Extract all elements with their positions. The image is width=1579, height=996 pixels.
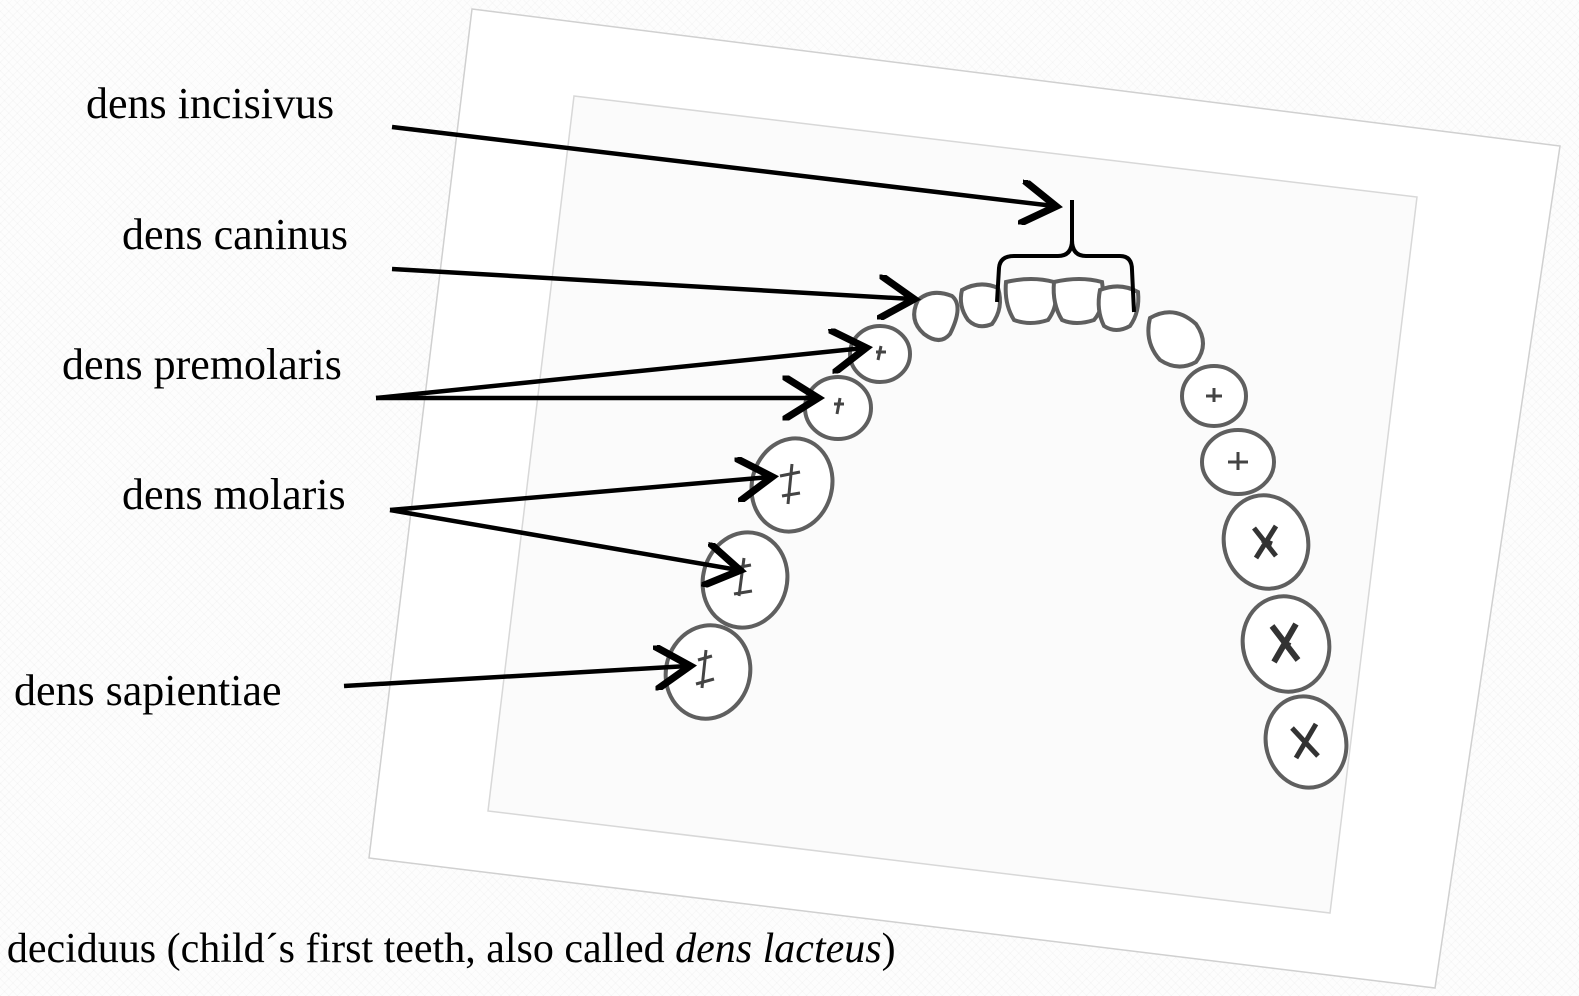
caption-prefix: s deciduus (child´s first teeth, also ca… [0, 926, 675, 972]
label-dens-incisivus: dens incisivus [86, 82, 334, 126]
tooth-incisor-central-left [1006, 279, 1056, 323]
label-dens-premolaris: dens premolaris [62, 343, 342, 387]
label-dens-sapientiae: dens sapientiae [14, 669, 282, 713]
label-dens-caninus: dens caninus [122, 213, 348, 257]
tooth-incisor-lateral-left [961, 284, 1000, 326]
caption: s deciduus (child´s first teeth, also ca… [0, 928, 896, 970]
caption-italic: dens lacteus [675, 926, 881, 972]
label-dens-molaris: dens molaris [122, 473, 346, 517]
tooth-incisor-central-right [1054, 279, 1103, 323]
tooth-canine-right [1148, 312, 1203, 366]
caption-suffix: ) [882, 926, 896, 972]
tooth-canine-left [914, 293, 957, 340]
